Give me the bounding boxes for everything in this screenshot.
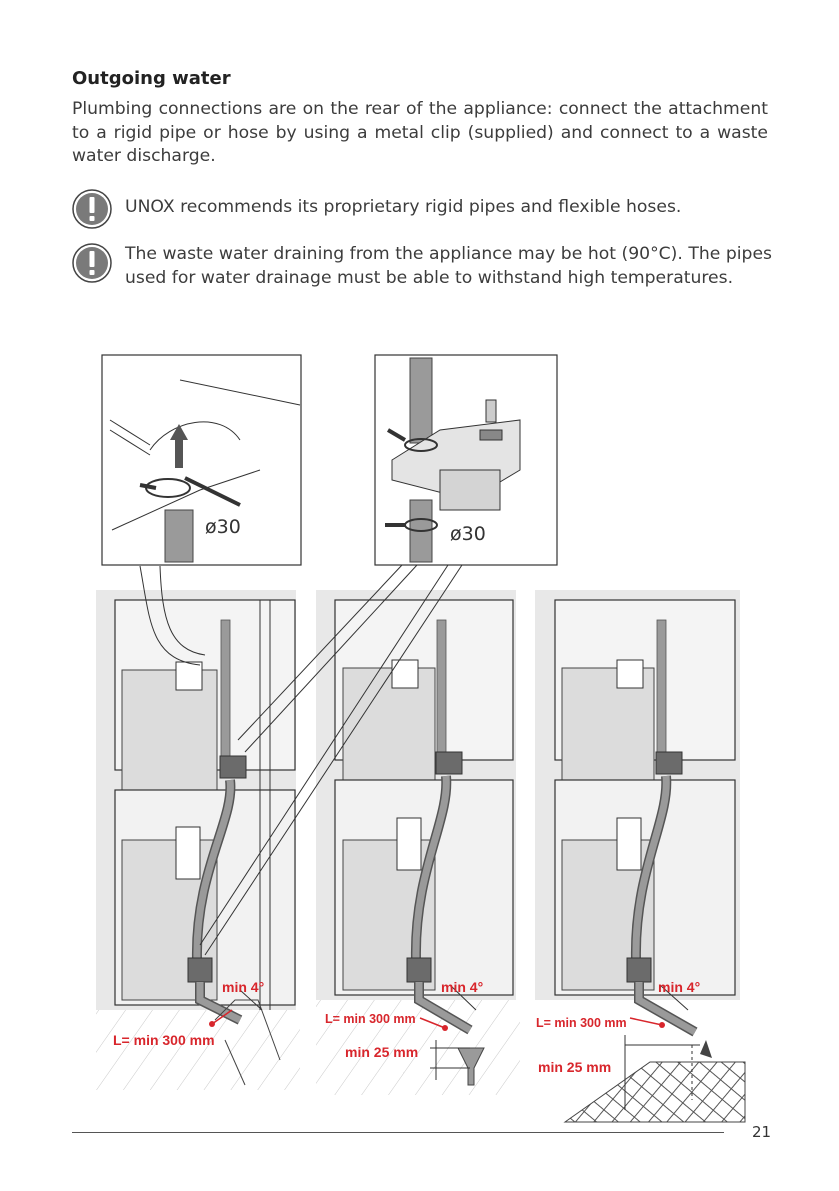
length-label: L= min 300 mm: [536, 1016, 627, 1030]
diameter-label: ø30: [205, 516, 241, 538]
note-text: The waste water draining from the applia…: [125, 244, 772, 288]
length-label: L= min 300 mm: [325, 1012, 416, 1026]
exclamation-icon: [72, 189, 112, 229]
note-text: UNOX recommends its proprietary rigid pi…: [125, 197, 682, 217]
detail-clip-left: [101, 354, 302, 566]
note-hot-water: The waste water draining from the applia…: [72, 243, 772, 290]
slope-label: min 4°: [658, 979, 700, 995]
oven-stack-panel-1: [96, 590, 300, 1090]
gap-label: min 25 mm: [538, 1059, 611, 1075]
diameter-label: ø30: [450, 523, 486, 545]
note-hot-pipes: UNOX recommends its proprietary rigid pi…: [72, 189, 772, 229]
intro-paragraph: Plumbing connections are on the rear of …: [72, 99, 768, 166]
slope-label: min 4°: [441, 979, 483, 995]
length-label: L= min 300 mm: [113, 1032, 215, 1048]
drainage-diagram: min 4° L= min 300 mm min 4° L= min 300 m…: [96, 354, 746, 1123]
page-number: 21: [752, 1123, 772, 1141]
gap-label: min 25 mm: [345, 1044, 418, 1060]
oven-stack-panel-2: [316, 590, 520, 1095]
section-title: Outgoing water: [72, 68, 231, 89]
detail-siphon-right: [374, 354, 558, 566]
exclamation-icon: [72, 243, 112, 283]
oven-stack-panel-3: [535, 590, 746, 1123]
slope-label: min 4°: [222, 979, 264, 995]
detail-connectors: [139, 564, 463, 956]
footer-rule: [72, 1132, 724, 1133]
